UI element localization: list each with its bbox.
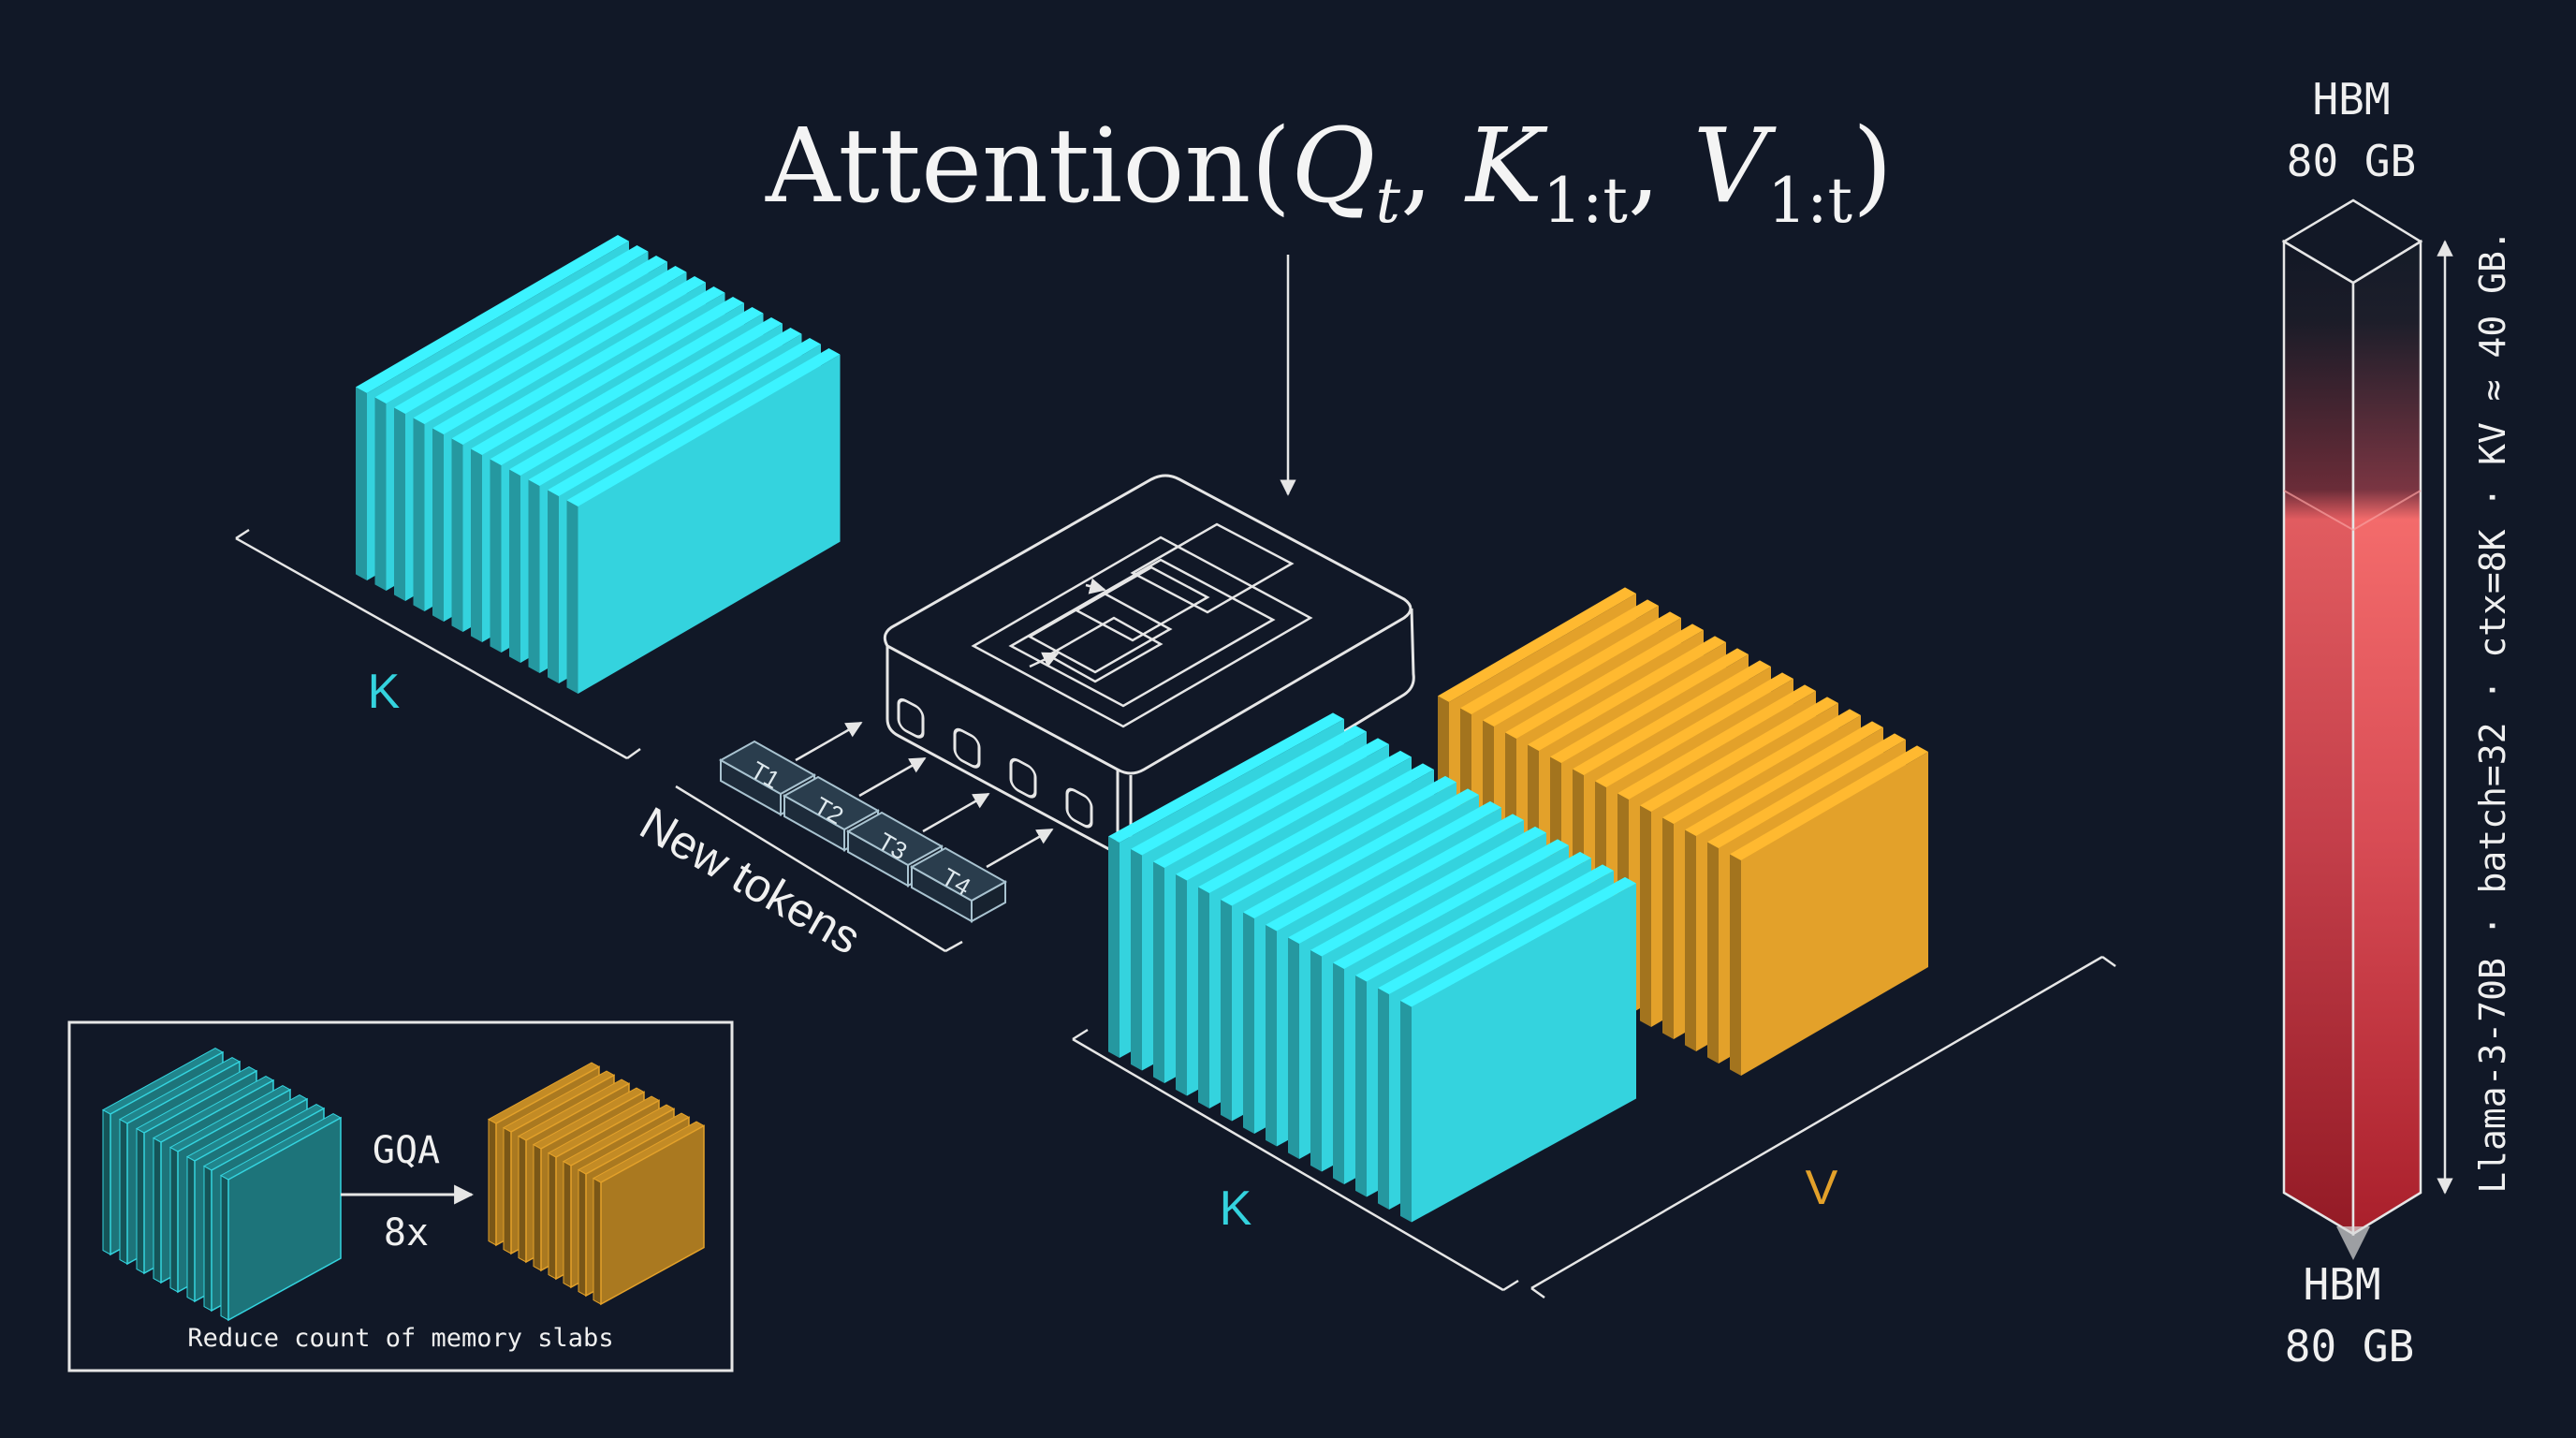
attention-kernel-chip-icon (883, 474, 1415, 859)
hbm-top-label: HBM (2312, 74, 2390, 125)
gqa-caption: Reduce count of memory slabs (187, 1324, 613, 1353)
gqa-inset-frame (67, 1020, 734, 1372)
gqa-factor: 8x (384, 1211, 429, 1255)
k-right-slab-14 (1400, 876, 1636, 1223)
arrow-right-icon (922, 792, 990, 833)
v-slab-14 (1730, 745, 1928, 1076)
gqa-label: GQA (373, 1129, 440, 1172)
k-right-bracket (1072, 1037, 1504, 1292)
v-right-bracket (1530, 955, 2103, 1290)
tokens-bracket (675, 785, 946, 953)
hbm-bottom-capacity: 80 GB (2285, 1321, 2414, 1372)
v-right-label: V (1806, 1161, 1838, 1215)
gqa-k-stack (101, 1048, 343, 1322)
gqa-v-stack (487, 1062, 706, 1306)
hbm-top-capacity: 80 GB (2287, 136, 2416, 186)
arrow-right-icon (858, 756, 927, 798)
hbm-fill-level (2283, 490, 2422, 532)
k-cache-stack-left (356, 235, 841, 694)
token-t4: T4 (909, 846, 1008, 923)
gqa-k-slab-8 (219, 1113, 343, 1322)
gqa-v-slab-8 (592, 1121, 706, 1306)
hbm-memory-bar: HBM 80 GB Llama-3-70B · batch=32 · ctx=8… (2281, 74, 2513, 1372)
k-cache-stack-right (1108, 712, 1636, 1223)
gqa-inset: GQA 8x Reduce count of memory slabs (67, 1020, 734, 1372)
token-t1: T1 (718, 740, 817, 816)
k-right-label: K (1220, 1181, 1252, 1236)
hbm-bottom-label: HBM (2303, 1259, 2380, 1310)
k-left-bracket (235, 536, 628, 760)
k-left-slab-12 (566, 348, 841, 694)
attention-formula: Attention(Qt, K1:t, V1:t) (765, 106, 1893, 237)
hbm-note: Llama-3-70B · batch=32 · ctx=8K · KV ≈ 4… (2472, 229, 2513, 1194)
arrow-right-icon (795, 721, 863, 762)
k-left-label: K (368, 665, 401, 719)
formula-text: Attention(Qt, K1:t, V1:t) (765, 106, 1893, 237)
arrow-right-icon (986, 828, 1054, 869)
